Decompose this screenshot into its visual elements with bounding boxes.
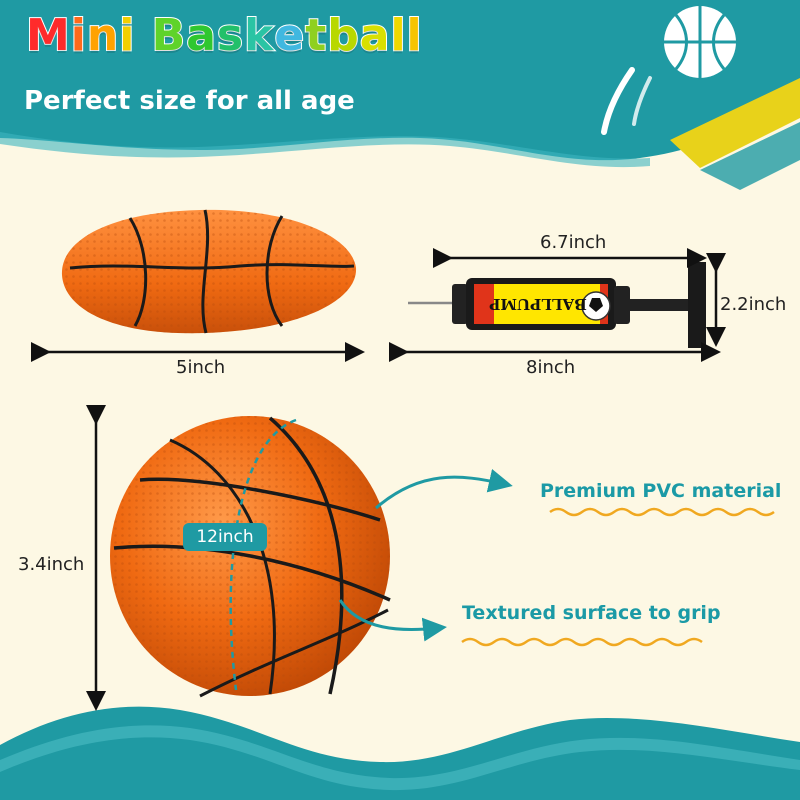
- pump-height-label: 2.2inch: [720, 294, 787, 315]
- pump-length-label: 8inch: [526, 357, 576, 378]
- pump-brand-text: BALLPUMP: [489, 295, 587, 313]
- subtitle: Perfect size for all age: [24, 86, 355, 116]
- squiggle-2: [461, 637, 703, 647]
- title-letter: M: [25, 9, 71, 62]
- title-letter: n: [86, 9, 120, 62]
- title-letter: s: [216, 9, 245, 62]
- motion-streaks: [601, 67, 635, 135]
- circumference-label: 12inch: [183, 523, 267, 551]
- yellow-stripe: [670, 78, 800, 168]
- deflated-basketball: [61, 209, 357, 334]
- feature-textured-surface: Textured surface to grip: [462, 602, 721, 624]
- title-letter: l: [389, 9, 407, 62]
- squiggle-1: [549, 507, 775, 517]
- title-letter: e: [273, 9, 306, 62]
- title-letter: a: [185, 9, 217, 62]
- title-letter: l: [406, 9, 423, 62]
- title-letter: i: [118, 9, 136, 62]
- title-letter: k: [243, 9, 275, 62]
- title-letter: i: [70, 9, 87, 62]
- feature-pvc-material: Premium PVC material: [540, 480, 782, 502]
- main-basketball: [110, 416, 391, 698]
- page-title: Mini Basketball: [25, 9, 423, 62]
- teal-stripe: [700, 122, 800, 190]
- top-wave-highlight: [0, 132, 650, 168]
- title-letter: [135, 10, 151, 61]
- title-letter: B: [151, 9, 187, 62]
- small-basketball-icon: [664, 6, 736, 78]
- feature-pointer-arrow-1: [375, 468, 513, 510]
- ball-height-label: 3.4inch: [18, 554, 85, 575]
- top-teal-band: [0, 0, 800, 161]
- title-letter: b: [326, 9, 360, 62]
- title-letter: a: [359, 9, 391, 62]
- pump-illustration: [408, 262, 706, 348]
- pump-body-length-label: 6.7inch: [540, 232, 607, 253]
- feature-pointer-arrow-2: [338, 599, 447, 642]
- circumference-dashed-line: [229, 418, 297, 691]
- title-letter: t: [304, 9, 328, 62]
- deflated-width-label: 5inch: [176, 357, 226, 378]
